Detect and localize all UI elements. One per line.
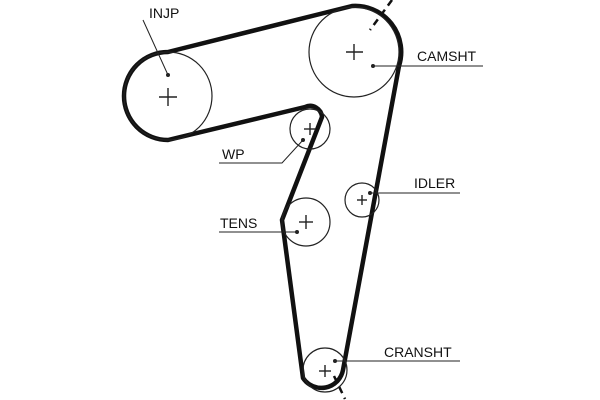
cranksht-label: CRANSHT <box>384 344 452 360</box>
wp-leader <box>219 139 304 164</box>
injp-leader <box>142 19 169 76</box>
tensioner-pulley <box>281 197 331 247</box>
idler-pulley <box>344 182 380 218</box>
camsht-label: CAMSHT <box>417 48 477 64</box>
camshaft-timing-mark <box>368 0 394 31</box>
crankshaft-pulley <box>302 347 348 393</box>
water-pump-pulley <box>289 108 331 150</box>
injection-pump-pulley <box>123 51 213 141</box>
injp-label: INJP <box>149 5 179 21</box>
crankshaft-timing-mark <box>332 375 347 400</box>
wp-label: WP <box>222 146 245 162</box>
camshaft-pulley <box>308 6 400 98</box>
idler-label: IDLER <box>414 175 455 191</box>
timing-belt <box>121 3 404 391</box>
tens-label: TENS <box>220 215 257 231</box>
